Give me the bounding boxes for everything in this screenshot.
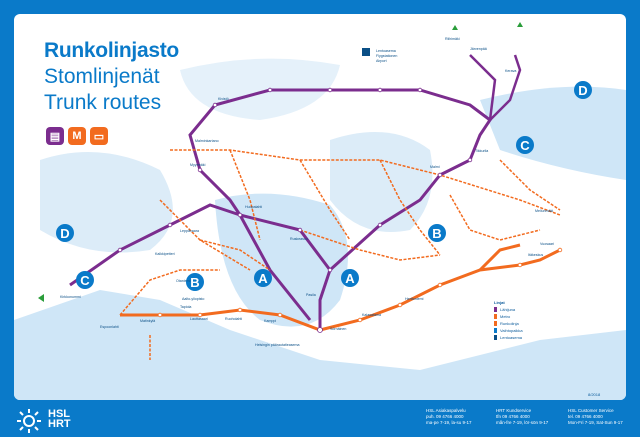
station-herttoniemi: Herttoniemi (405, 297, 424, 301)
station-vuosaari: Vuosaari (540, 242, 554, 246)
station-lauttasaari: Lauttasaari (190, 317, 208, 321)
station-otaniemi: Otaniemi (176, 279, 191, 283)
station-riihimaki: Riihimäki (445, 37, 460, 41)
station-ruskeasuo: Ruskeasuo (290, 237, 308, 241)
legend-item: Lentoasema (494, 335, 594, 340)
zone-b-marker-1: B (186, 273, 204, 291)
title-fi: Runkolinjasto (44, 39, 179, 62)
station-kalkkipetteri: Kalkkipetteri (155, 252, 175, 256)
legend-title: Linjat (494, 300, 505, 305)
svg-text:C: C (80, 273, 90, 288)
service-info-sv: HRT Kundservice tfn 09 4766 4000 mån-fre… (496, 408, 549, 425)
station-jarvenpaa: Järvenpää (470, 47, 487, 51)
legend-item: Vaihtopaikka (494, 328, 594, 333)
network-map: A A B B C C D D Lentoasema Flygstationen… (14, 22, 626, 400)
svg-text:C: C (520, 138, 530, 153)
service-info-fi: HSL Asiakaspalvelu puh. 09 4766 4000 ma-… (426, 408, 472, 425)
svg-text:B: B (190, 275, 199, 290)
tram-icon: ▤ (46, 127, 64, 145)
trunk-bus-lines (119, 149, 561, 360)
airport-label: Lentoasema (376, 49, 396, 53)
station-itakeskus: Itäkeskus (528, 253, 543, 257)
station-mellunmaki: Mellunmäki (535, 209, 553, 213)
station-leppavaara: Leppävaara (180, 229, 199, 233)
station-kamppi: Kamppi (264, 319, 276, 323)
svg-text:A: A (345, 271, 355, 286)
station-kivisto: Kivistö (218, 97, 229, 101)
station-kirkkonummi: Kirkkonummi (60, 295, 81, 299)
legend-item: Metro (494, 314, 594, 319)
station-myyrmaki: Myyrmäki (190, 163, 206, 167)
metro-station-dots (157, 247, 563, 323)
station-tikkurila: Tikkurila (475, 149, 488, 153)
zone-c-marker-2: C (516, 136, 534, 154)
station-helsinki: Helsingin päärautatieasema (255, 343, 300, 347)
station-espoonlahti: Espoonlahti (100, 325, 119, 329)
zone-d-marker-1: D (56, 224, 74, 242)
legend-item: Lähijuna (494, 307, 594, 312)
svg-text:B: B (432, 226, 441, 241)
airport-icon (362, 48, 370, 56)
svg-text:D: D (60, 226, 69, 241)
station-huopalahti: Huopalahti (245, 205, 262, 209)
station-ruoholahti: Ruoholahti (225, 317, 242, 321)
svg-text:D: D (578, 83, 587, 98)
hsl-logo-text: HSL HRT (48, 408, 71, 430)
station-dots (117, 87, 473, 333)
arrow-icon-west (38, 294, 44, 302)
legend: Linjat Lähijuna Metro Runkolinja Vaihtop… (494, 300, 594, 340)
station-tapiola: Tapiola (180, 305, 191, 309)
zone-a-marker-2: A (341, 269, 359, 287)
zone-c-marker-1: C (76, 271, 94, 289)
station-pasila: Pasila (306, 293, 316, 297)
title-sv: Stomlinjenät (44, 65, 160, 88)
hsl-sun-icon (17, 409, 41, 433)
arrow-icon-north (452, 22, 523, 30)
version-label: 8/2018 (588, 392, 601, 397)
zone-b-marker-2: B (428, 224, 446, 242)
water-areas (14, 58, 626, 400)
metro-icon: M (68, 127, 86, 145)
station-malminkartano: Malminkartano (195, 139, 219, 143)
station-kerava: Kerava (505, 69, 516, 73)
station-aalto: Aalto-yliopisto (182, 297, 204, 301)
airport-label-sv: Flygstationen (376, 54, 397, 58)
station-kalasatama: Kalasatama (362, 313, 381, 317)
legend-item: Runkolinja (494, 321, 594, 326)
map-frame: A A B B C C D D Lentoasema Flygstationen… (14, 14, 626, 400)
service-info-en: HSL Customer Service tel. 09 4766 4000 M… (568, 408, 623, 425)
footer: HSL HRT HSL Asiakaspalvelu puh. 09 4766 … (0, 400, 640, 437)
airport-label-en: Airport (376, 59, 387, 63)
mode-icons: ▤ M ▭ (46, 127, 108, 145)
svg-text:A: A (258, 271, 268, 286)
station-malmi: Malmi (430, 165, 440, 169)
station-matinkyla: Matinkylä (140, 319, 155, 323)
zone-a-marker-1: A (254, 269, 272, 287)
zone-d-marker-2: D (574, 81, 592, 99)
title-en: Trunk routes (44, 91, 162, 114)
station-sornainen: Sörnäinen (330, 327, 346, 331)
bus-icon: ▭ (90, 127, 108, 145)
